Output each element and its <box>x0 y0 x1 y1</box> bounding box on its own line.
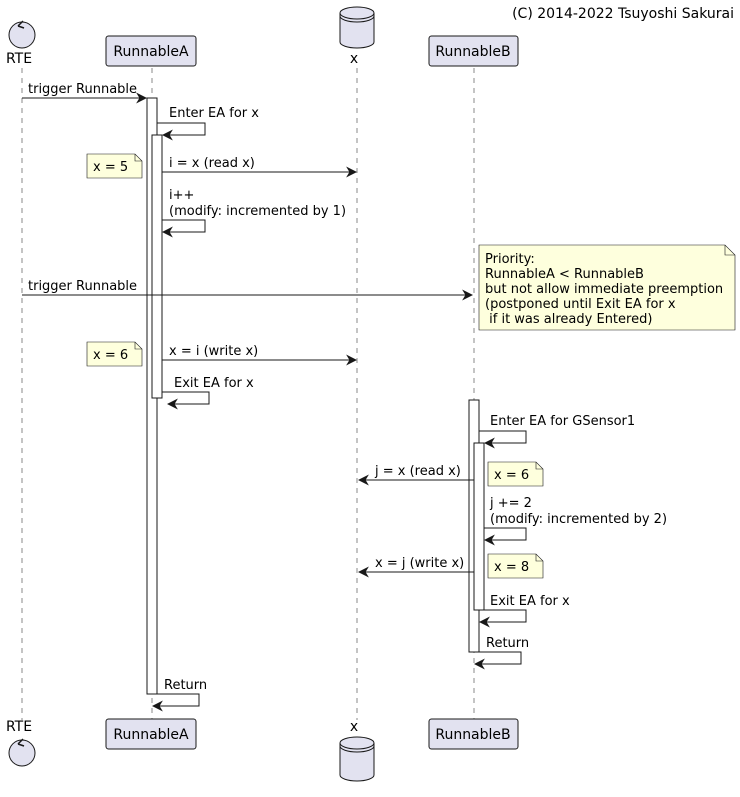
activation-runnable-b-inner <box>473 442 485 611</box>
control-icon <box>8 21 36 49</box>
participant-runnable-a-label-bottom: RunnableA <box>113 727 189 743</box>
message-label-trigger-a: trigger Runnable <box>28 82 137 97</box>
participant-runnable-a-bottom: RunnableA <box>105 718 197 750</box>
participant-rte-top: RTE <box>6 20 36 67</box>
note-x-6-a: x = 6 <box>86 341 143 367</box>
participant-runnable-b-top: RunnableB <box>428 35 519 67</box>
message-arrow-return-a <box>151 693 200 712</box>
participant-x-label: x <box>350 51 358 67</box>
message-arrow-exit-ea-b <box>478 609 527 628</box>
message-label-return-a: Return <box>164 678 207 693</box>
svg-text:x = 5: x = 5 <box>93 160 128 175</box>
participant-rte-label: RTE <box>6 51 32 67</box>
note-priority-line: but not allow immediate preemption <box>485 282 723 297</box>
message-label-read-x-b: j = x (read x) <box>374 464 461 479</box>
svg-text:x = 8: x = 8 <box>494 560 529 575</box>
note-priority-line: Priority: <box>485 252 535 267</box>
participant-rte-label-bottom: RTE <box>6 719 32 735</box>
message-label-trigger-b: trigger Runnable <box>28 279 137 294</box>
message-label-write-x-a: x = i (write x) <box>169 344 258 359</box>
activation-bars <box>146 97 485 695</box>
message-label-enter-ea-a: Enter EA for x <box>169 106 259 121</box>
note-priority-line: if it was already Entered) <box>485 312 652 327</box>
message-arrow-modify-a <box>161 219 206 238</box>
message-label-write-x-b: x = j (write x) <box>375 556 464 571</box>
copyright-text: (C) 2014-2022 Tsuyoshi Sakurai <box>512 6 734 22</box>
note-priority-line: (postponed until Exit EA for x <box>485 297 676 312</box>
message-label-modify-a-line1: i++ <box>169 188 194 203</box>
message-label-exit-ea-a: Exit EA for x <box>174 376 254 391</box>
message-label-return-b: Return <box>486 636 529 651</box>
message-arrow-enter-ea-b <box>479 430 527 449</box>
message-label-modify-b-line1: j += 2 <box>489 496 532 511</box>
message-arrow-return-b <box>473 651 522 670</box>
note-priority-line: RunnableA < RunnableB <box>485 267 644 282</box>
participant-x-top: x <box>339 6 375 67</box>
control-icon <box>8 739 36 767</box>
message-label-modify-b-line2: (modify: incremented by 2) <box>490 512 667 527</box>
message-label-enter-ea-b: Enter EA for GSensor1 <box>490 414 635 429</box>
participant-rte-bottom: RTE <box>6 719 36 767</box>
database-icon <box>339 6 375 49</box>
note-x-5: x = 5 <box>86 153 143 179</box>
activation-runnable-a-inner <box>151 134 163 399</box>
message-arrow-exit-ea-a <box>162 391 210 410</box>
participant-runnable-b-label: RunnableB <box>435 44 510 60</box>
participant-runnable-b-label-bottom: RunnableB <box>435 727 510 743</box>
database-icon <box>339 736 375 782</box>
message-label-read-x-a: i = x (read x) <box>169 156 255 171</box>
note-x-6-b: x = 6 <box>487 461 544 487</box>
note-x-8: x = 8 <box>487 553 544 579</box>
message-arrow-enter-ea-a <box>157 122 206 141</box>
message-label-modify-a-line2: (modify: incremented by 1) <box>169 204 346 219</box>
svg-text:x = 6: x = 6 <box>494 468 529 483</box>
message-label-exit-ea-b: Exit EA for x <box>490 594 570 609</box>
message-arrow-modify-b <box>483 527 527 546</box>
participant-x-bottom: x <box>339 719 375 782</box>
note-priority: Priority: RunnableA < RunnableB but not … <box>478 244 736 331</box>
participant-runnable-a-label: RunnableA <box>113 44 189 60</box>
participant-runnable-b-bottom: RunnableB <box>428 718 519 750</box>
svg-text:x = 6: x = 6 <box>93 348 128 363</box>
participant-x-label-bottom: x <box>350 719 358 735</box>
participant-runnable-a-top: RunnableA <box>105 35 197 67</box>
